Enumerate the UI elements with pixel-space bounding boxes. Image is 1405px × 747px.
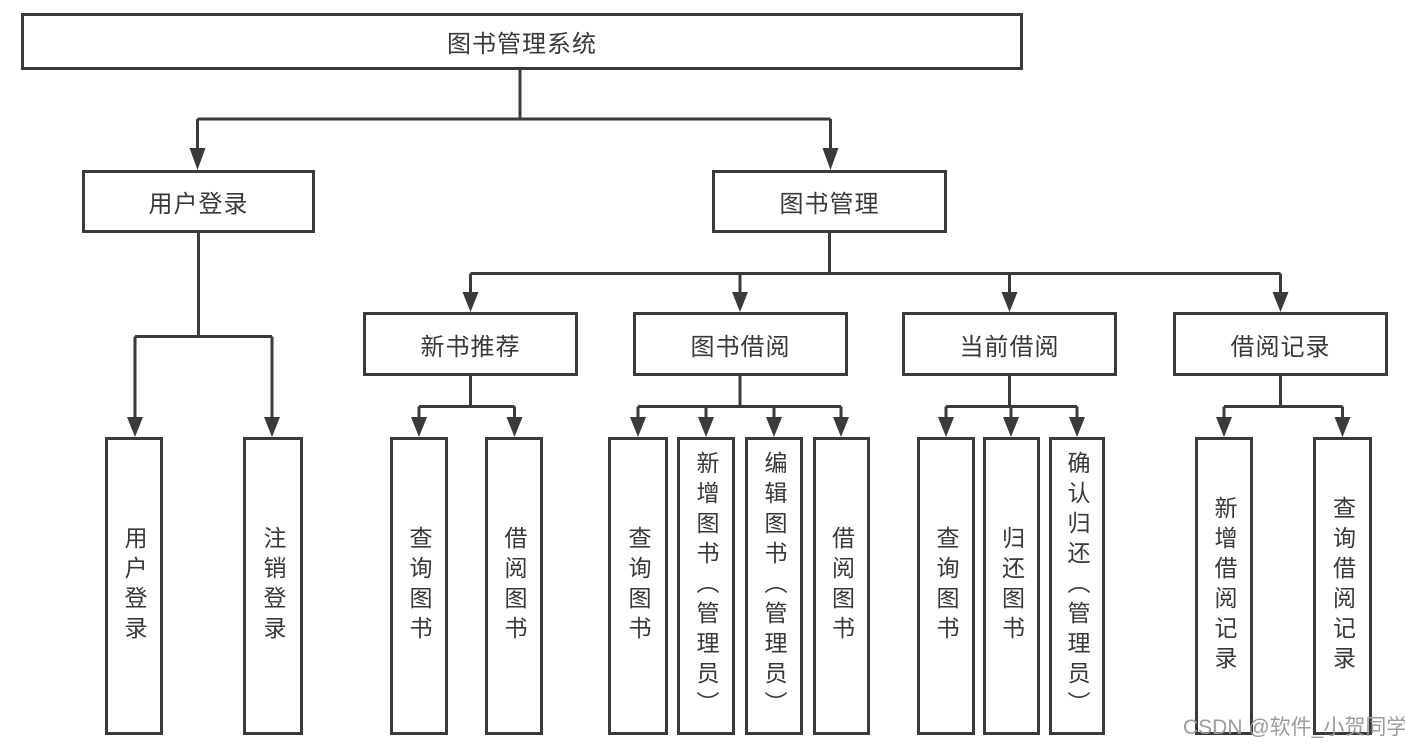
node-label: 用户登录 bbox=[121, 526, 147, 646]
arrowhead-icon bbox=[1272, 292, 1289, 312]
leaf-query-books-borrow: 查询图书 bbox=[608, 437, 668, 735]
node-current-borrow: 当前借阅 bbox=[902, 312, 1117, 376]
arrowhead-icon bbox=[698, 417, 714, 437]
arrowhead-icon bbox=[1001, 292, 1018, 312]
arrowhead-icon bbox=[833, 417, 849, 437]
arrowhead-icon bbox=[938, 417, 954, 437]
node-label: 新增图书（管理员） bbox=[693, 451, 719, 721]
arrowhead-icon bbox=[127, 417, 143, 437]
leaf-confirm-return-admin: 确认归还（管理员） bbox=[1049, 437, 1105, 735]
leaf-add-borrow-record: 新增借阅记录 bbox=[1195, 437, 1253, 735]
node-label: 归还图书 bbox=[998, 526, 1025, 646]
node-label: 新书推荐 bbox=[420, 333, 521, 361]
node-book-borrow: 图书借阅 bbox=[633, 312, 848, 376]
node-library-system: 图书管理系统 bbox=[21, 13, 1023, 70]
node-label: 编辑图书（管理员） bbox=[761, 451, 787, 721]
arrowhead-icon bbox=[822, 148, 839, 170]
node-label: 确认归还（管理员） bbox=[1064, 451, 1090, 721]
arrowhead-icon bbox=[189, 148, 206, 170]
node-label: 查询图书 bbox=[406, 526, 432, 646]
connector-new-book-recommend bbox=[411, 376, 523, 437]
arrowhead-icon bbox=[1069, 417, 1085, 437]
node-label: 图书管理系统 bbox=[447, 31, 597, 58]
node-label: 查询借阅记录 bbox=[1329, 496, 1356, 676]
arrowhead-icon bbox=[1334, 417, 1351, 437]
arrowhead-icon bbox=[1003, 417, 1019, 437]
connector-borrow-records bbox=[1216, 376, 1351, 437]
arrowhead-icon bbox=[462, 292, 479, 312]
arrowhead-icon bbox=[732, 292, 748, 312]
leaf-edit-books-admin: 编辑图书（管理员） bbox=[745, 437, 803, 735]
connector-root bbox=[189, 70, 839, 170]
node-label: 注销登录 bbox=[260, 526, 286, 646]
connector-current-borrow bbox=[938, 376, 1085, 437]
leaf-query-books-recommend: 查询图书 bbox=[390, 437, 448, 735]
node-label: 新增借阅记录 bbox=[1211, 496, 1237, 676]
leaf-borrow-books: 借阅图书 bbox=[813, 437, 870, 735]
node-label: 查询图书 bbox=[625, 526, 651, 646]
node-label: 借阅记录 bbox=[1230, 333, 1331, 361]
node-label: 借阅图书 bbox=[828, 526, 855, 646]
leaf-logout: 注销登录 bbox=[243, 437, 303, 735]
node-user-login: 用户登录 bbox=[82, 170, 315, 233]
leaf-add-books-admin: 新增图书（管理员） bbox=[677, 437, 735, 735]
arrowhead-icon bbox=[411, 417, 427, 437]
node-label: 用户登录 bbox=[148, 191, 249, 218]
arrowhead-icon bbox=[506, 417, 523, 437]
leaf-query-borrow-record: 查询借阅记录 bbox=[1313, 437, 1372, 735]
leaf-return-books: 归还图书 bbox=[983, 437, 1040, 735]
arrowhead-icon bbox=[766, 417, 782, 437]
arrowhead-icon bbox=[1216, 417, 1232, 437]
leaf-borrow-books-recommend: 借阅图书 bbox=[485, 437, 543, 735]
node-book-management: 图书管理 bbox=[712, 170, 947, 233]
node-label: 图书借阅 bbox=[690, 333, 791, 361]
arrowhead-icon bbox=[630, 417, 646, 437]
connector-user-login bbox=[127, 233, 280, 437]
node-new-book-recommend: 新书推荐 bbox=[363, 312, 578, 376]
node-borrow-records: 借阅记录 bbox=[1173, 312, 1388, 376]
arrowhead-icon bbox=[264, 417, 280, 437]
csdn-watermark: CSDN @软件_小贺同学 bbox=[1183, 716, 1405, 739]
node-label: 当前借阅 bbox=[959, 333, 1060, 361]
connector-book-borrow bbox=[630, 376, 849, 437]
leaf-query-books-current: 查询图书 bbox=[917, 437, 975, 735]
leaf-user-login: 用户登录 bbox=[105, 437, 163, 735]
connector-book-management bbox=[462, 233, 1289, 312]
node-label: 图书管理 bbox=[779, 191, 880, 218]
node-label: 借阅图书 bbox=[501, 526, 527, 646]
node-label: 查询图书 bbox=[933, 526, 959, 646]
